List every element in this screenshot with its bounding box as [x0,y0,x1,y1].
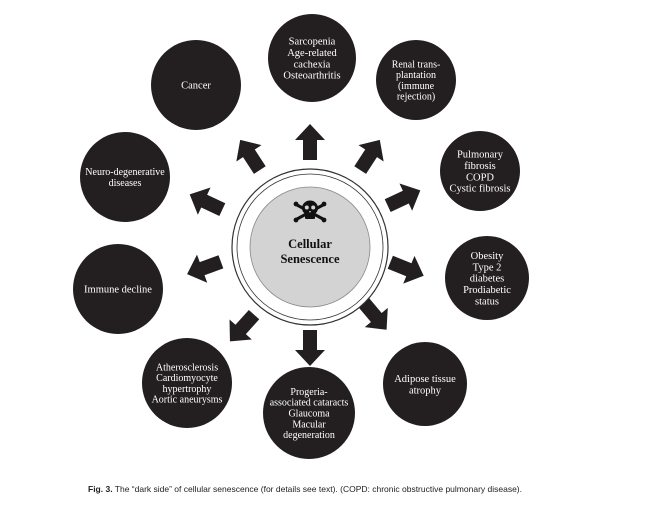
arrow-obesity [387,255,424,284]
outcome-cancer: Cancer [151,40,241,130]
outcome-label-line: Cancer [181,81,211,92]
arrow-renal [354,139,384,174]
outcome-label-line: Progeria- [290,387,327,398]
arrow-atherosclerosis [229,309,260,342]
inner-ring [236,173,384,321]
outcome-circle [440,131,520,211]
outcome-label-line: Age-related [287,48,337,59]
outcome-label-line: associated cataracts [270,398,349,409]
outcome-label-line: Atherosclerosis [156,362,218,373]
center-label-line: Senescence [280,252,339,266]
arrow-pulmonary [384,183,421,212]
arrow-progeria [295,330,325,366]
outcome-label-line: degeneration [283,430,335,441]
outcome-circle [376,40,456,120]
center-label-line: Cellular [288,237,332,251]
caption-label: Fig. 3. [88,484,113,494]
outcome-circle [73,244,163,334]
arrow-immune [187,254,224,283]
outcome-label-line: Neuro-degenerative [85,167,165,178]
outcome-label: Immune decline [84,285,152,296]
outcome-label-line: Sarcopenia [289,37,336,48]
outcome-label-line: Aortic aneurysms [152,395,223,406]
caption-text: The “dark side” of cellular senescence (… [112,484,522,494]
outcome-label-line: Pulmonary [457,150,504,161]
outcome-circle [80,132,170,222]
outcome-label-line: diabetes [470,274,504,285]
arrow-sarcopenia [295,124,325,160]
outcome-label-line: Obesity [471,251,504,262]
outcome-label-line: (immune [398,81,435,92]
outcome-label-line: Type 2 [473,262,502,273]
outcome-label-line: Renal trans- [392,59,441,70]
outcome-label-line: rejection) [397,92,435,103]
outcome-circle [151,40,241,130]
outcome-label-line: Prodiabetic [463,285,511,296]
outcome-label-line: status [475,296,499,307]
outcome-label-line: Cardiomyocyte [156,373,218,384]
outcome-label-line: fibrosis [464,161,496,172]
outcome-label-line: Immune decline [84,285,152,296]
outcome-label-line: hypertrophy [163,384,212,395]
outcome-circle [268,14,356,102]
outcome-label-line: atrophy [409,385,442,396]
outcome-circle [263,367,355,459]
outcome-label: Cancer [181,81,211,92]
outcome-immune: Immune decline [73,244,163,334]
outcome-label-line: Osteoarthritis [283,71,340,82]
arrow-neuro [189,187,226,216]
arrow-cancer [236,139,266,174]
skull-crossbones-icon [293,200,327,223]
outcome-circle [445,236,529,320]
outcome-label-line: Macular [292,419,326,430]
outcome-label-line: COPD [466,172,494,183]
arrow-adipose [358,297,388,330]
outcome-label-line: Glaucoma [288,409,330,420]
outcome-label-line: diseases [109,178,142,189]
outcome-label-line: plantation [396,70,436,81]
center-disc [249,186,371,308]
outcome-label-line: Cystic fibrosis [450,184,511,195]
figure-caption: Fig. 3. The “dark side” of cellular sene… [88,484,648,494]
outcome-circle [142,338,232,428]
arrows-layer [187,124,424,366]
outcome-circle [383,342,467,426]
outcome-label-line: Adipose tissue [394,374,456,385]
outcome-label-line: cachexia [294,59,331,70]
